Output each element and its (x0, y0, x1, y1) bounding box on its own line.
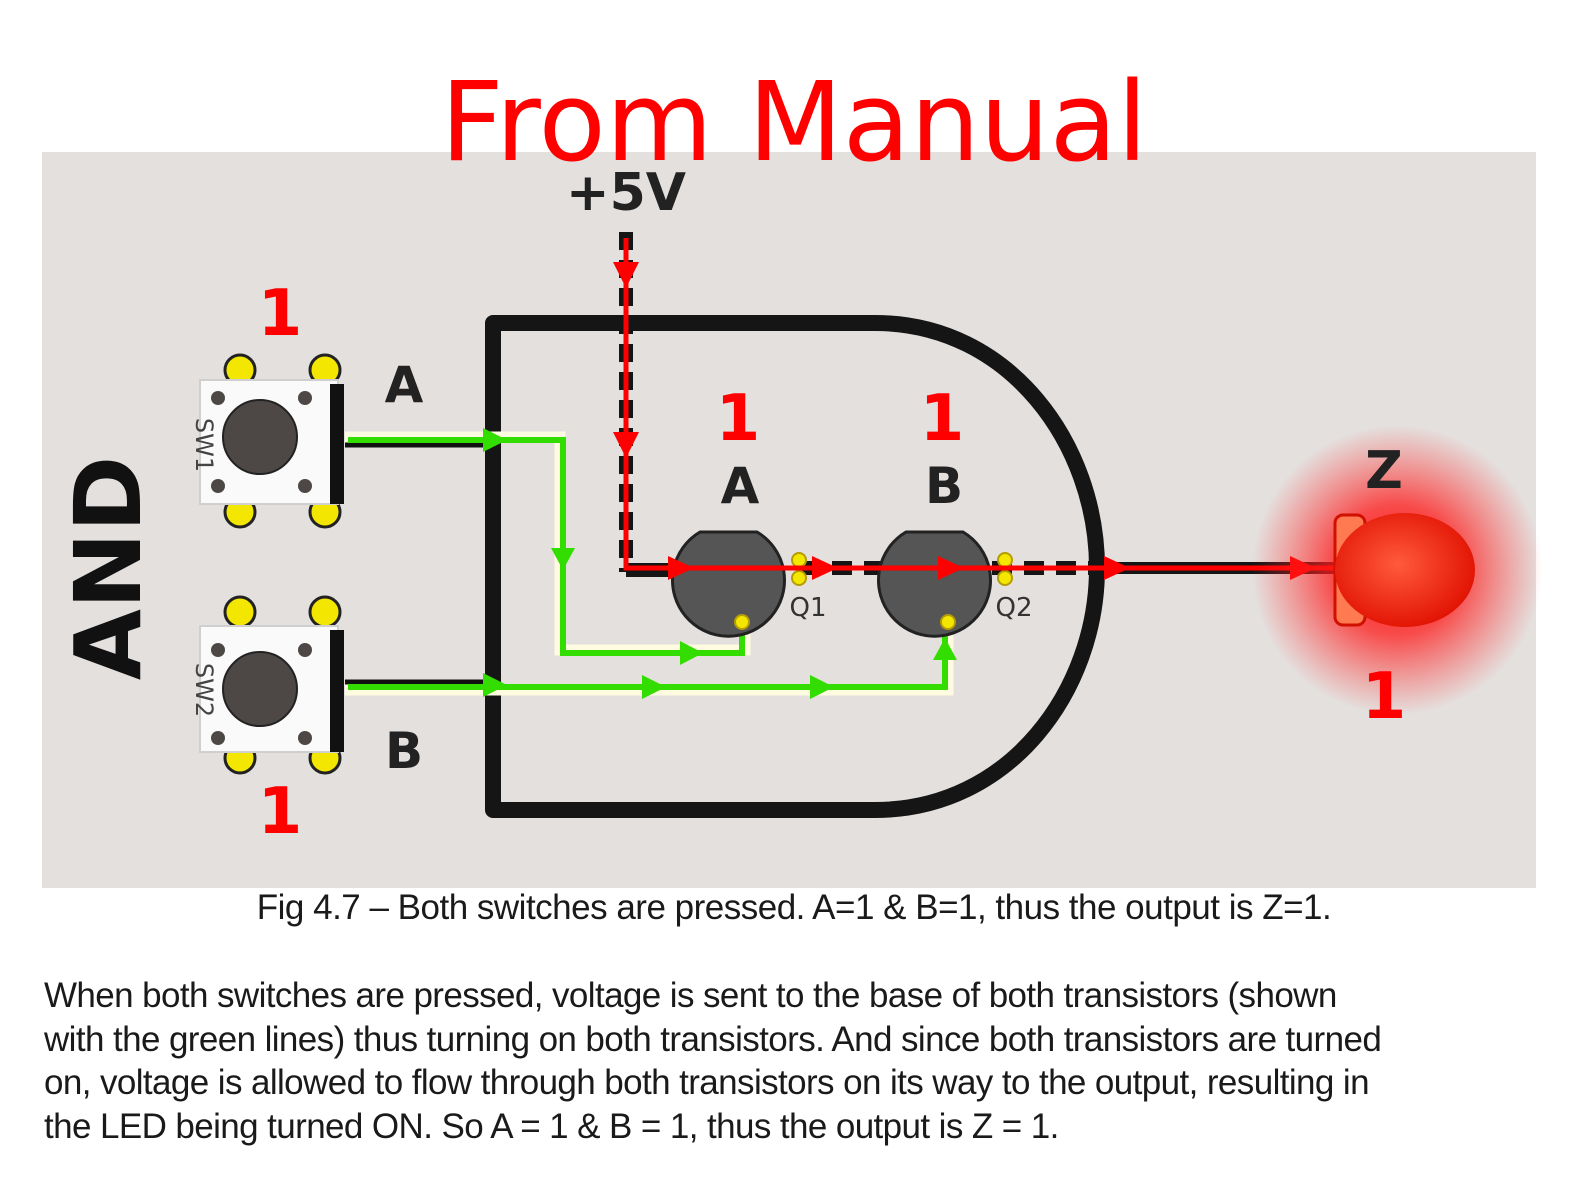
input-a-label: A (385, 356, 424, 414)
body-line: When both switches are pressed, voltage … (44, 976, 1337, 1015)
input-b-state: 1 (258, 775, 303, 849)
transistor-a-label: A (721, 457, 760, 515)
transistor-q1 (671, 530, 807, 638)
header-title: From Manual (440, 58, 1148, 186)
input-a-state: 1 (258, 277, 303, 351)
transistor-q2 (877, 530, 1013, 638)
output-state: 1 (1362, 660, 1407, 734)
transistor-b-label: B (925, 457, 963, 515)
base-signal-arrows (483, 428, 957, 699)
supply-label: +5V (566, 163, 686, 223)
gate-label: AND (55, 456, 162, 681)
body-line: with the green lines) thus turning on bo… (44, 1019, 1382, 1059)
output-label: Z (1365, 441, 1403, 501)
switch-ref: SW1 (190, 418, 218, 472)
current-path (613, 238, 1345, 580)
transistor-q2-ref: Q2 (995, 593, 1032, 623)
input-b-label: B (385, 722, 423, 780)
transistor-q1-ref: Q1 (789, 593, 826, 623)
switch-sw2: SW2 (190, 595, 344, 775)
body-paragraph: When both switches are pressed, voltage … (44, 974, 1554, 1148)
transistor-a-state: 1 (716, 382, 761, 456)
figure-caption: Fig 4.7 – Both switches are pressed. A=1… (256, 888, 1332, 927)
body-line: the LED being turned ON. So A = 1 & B = … (44, 1106, 1059, 1146)
output-led (1252, 425, 1542, 715)
switch-sw1: SW1 (190, 353, 344, 529)
switch-ref: SW2 (190, 663, 218, 717)
transistor-b-state: 1 (920, 382, 965, 456)
body-line: on, voltage is allowed to flow through b… (44, 1063, 1370, 1102)
